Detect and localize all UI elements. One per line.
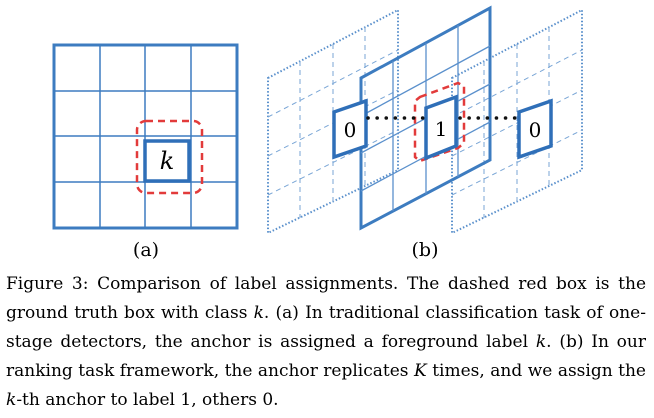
panel-a-grid-lines (54, 45, 237, 228)
sub-label-a: (a) (133, 239, 159, 261)
caption-part-3: . (b) In our ranking task framework, the… (6, 332, 646, 381)
caption-lead: Figure 3: Comparison of label assignment… (6, 274, 646, 323)
caption-capital-k: K (414, 361, 427, 381)
figure-caption: Figure 3: Comparison of label assignment… (6, 270, 646, 415)
anchor-box-k (143, 139, 191, 183)
panel-a: k (a) (52, 43, 239, 261)
anchor-label-right: 0 (529, 118, 542, 142)
anchor-label-middle: 1 (435, 117, 448, 141)
caption-part-5: -th anchor to label 1, others 0. (16, 390, 279, 410)
anchor-box-left (332, 98, 368, 160)
caption-part-2: . (a) In traditional classification task… (6, 303, 646, 352)
panel-b: 0 1 0 (b) (267, 5, 583, 261)
sub-label-b: (b) (412, 239, 439, 261)
back-plane-right (451, 8, 583, 235)
anchor-box-right (517, 98, 553, 160)
caption-part-4: times, and we assign the (426, 361, 646, 381)
figure-3: k (a) (52, 5, 583, 261)
anchor-box-middle (424, 94, 458, 161)
caption-k-2: k (535, 332, 547, 352)
ground-truth-box-a (135, 119, 204, 195)
caption-k-1: k (253, 303, 264, 323)
caption-k-3: k (6, 390, 17, 410)
anchor-label-left: 0 (344, 118, 357, 142)
anchor-label-k: k (160, 147, 175, 175)
ground-truth-box-b (413, 81, 466, 163)
